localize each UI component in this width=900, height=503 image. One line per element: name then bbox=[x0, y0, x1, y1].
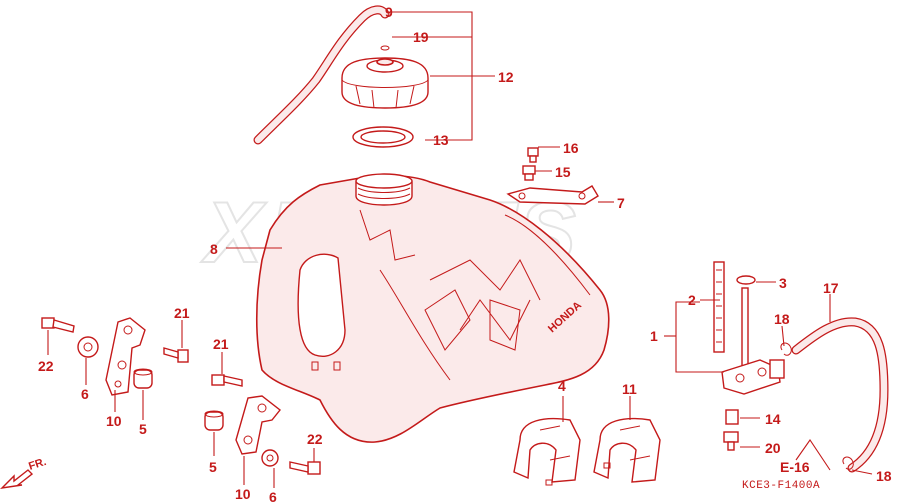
callout-11: 11 bbox=[622, 381, 637, 397]
callout-14: 14 bbox=[765, 411, 781, 427]
callout-9: 9 bbox=[385, 4, 393, 20]
fuel-cap bbox=[341, 45, 429, 109]
callout-10-left: 10 bbox=[106, 413, 122, 429]
fuel-cock-oring bbox=[736, 275, 756, 285]
fuel-strainer bbox=[713, 261, 725, 353]
callout-10-right: 10 bbox=[235, 486, 251, 502]
callout-22-left: 22 bbox=[38, 358, 54, 374]
leader-lines bbox=[47, 11, 873, 488]
mount-bolt bbox=[527, 147, 539, 163]
mount-bolt-21-left bbox=[163, 347, 189, 363]
callout-13: 13 bbox=[433, 132, 449, 148]
mount-stay-left bbox=[105, 317, 146, 396]
callout-6-left: 6 bbox=[81, 386, 89, 402]
callout-20: 20 bbox=[765, 440, 781, 456]
front-arrow-icon bbox=[0, 469, 34, 490]
grommet-right bbox=[261, 449, 279, 467]
callout-4: 4 bbox=[558, 378, 566, 394]
callout-7: 7 bbox=[617, 195, 625, 211]
hose-clip-lower bbox=[842, 456, 854, 470]
callout-2: 2 bbox=[688, 292, 696, 308]
drain-bolt bbox=[723, 431, 739, 451]
mount-stay-right bbox=[235, 395, 281, 455]
diagram-code: KCE3-F1400A bbox=[742, 480, 820, 492]
callout-22-right: 22 bbox=[307, 431, 323, 447]
reference-e16: E-16 bbox=[780, 459, 810, 475]
hose-clip-upper bbox=[780, 342, 792, 356]
callout-18-upper: 18 bbox=[774, 311, 790, 327]
mount-bolt-left bbox=[41, 317, 75, 333]
callout-17: 17 bbox=[823, 280, 839, 296]
callout-16: 16 bbox=[563, 140, 579, 156]
callout-5-left: 5 bbox=[139, 421, 147, 437]
mount-collar bbox=[522, 165, 536, 181]
callout-15: 15 bbox=[555, 164, 571, 180]
front-marker: FR. bbox=[27, 456, 48, 473]
rubber-cushion-left bbox=[133, 368, 153, 389]
fuel-cock bbox=[721, 359, 785, 395]
callout-1: 1 bbox=[650, 328, 658, 344]
callouts: 9 19 12 13 16 15 7 8 3 2 17 18 1 4 11 14… bbox=[38, 4, 892, 503]
callout-21-right: 21 bbox=[213, 336, 229, 352]
rubber-cushion-right bbox=[204, 410, 224, 431]
callout-18-lower: 18 bbox=[876, 468, 892, 484]
cap-gasket bbox=[352, 126, 414, 148]
grommet-left bbox=[77, 336, 99, 358]
mount-bolt-21-right bbox=[211, 374, 243, 387]
cap-vent-hose bbox=[253, 5, 390, 145]
callout-19: 19 bbox=[413, 29, 429, 45]
callout-21-left: 21 bbox=[174, 305, 190, 321]
drain-plug bbox=[725, 409, 739, 425]
callout-8: 8 bbox=[210, 241, 218, 257]
tank-rubber-11 bbox=[593, 417, 661, 483]
fuel-tube bbox=[791, 317, 889, 473]
callout-6-right: 6 bbox=[269, 489, 277, 503]
callout-12: 12 bbox=[498, 69, 514, 85]
callout-3: 3 bbox=[779, 275, 787, 291]
fuel-cock-rod bbox=[741, 287, 749, 369]
tank-bracket bbox=[506, 185, 599, 205]
mount-bolt-right bbox=[289, 461, 321, 475]
fuel-tank: HONDA bbox=[255, 173, 610, 443]
tank-rubber-4 bbox=[513, 417, 581, 486]
callout-5-right: 5 bbox=[209, 459, 217, 475]
